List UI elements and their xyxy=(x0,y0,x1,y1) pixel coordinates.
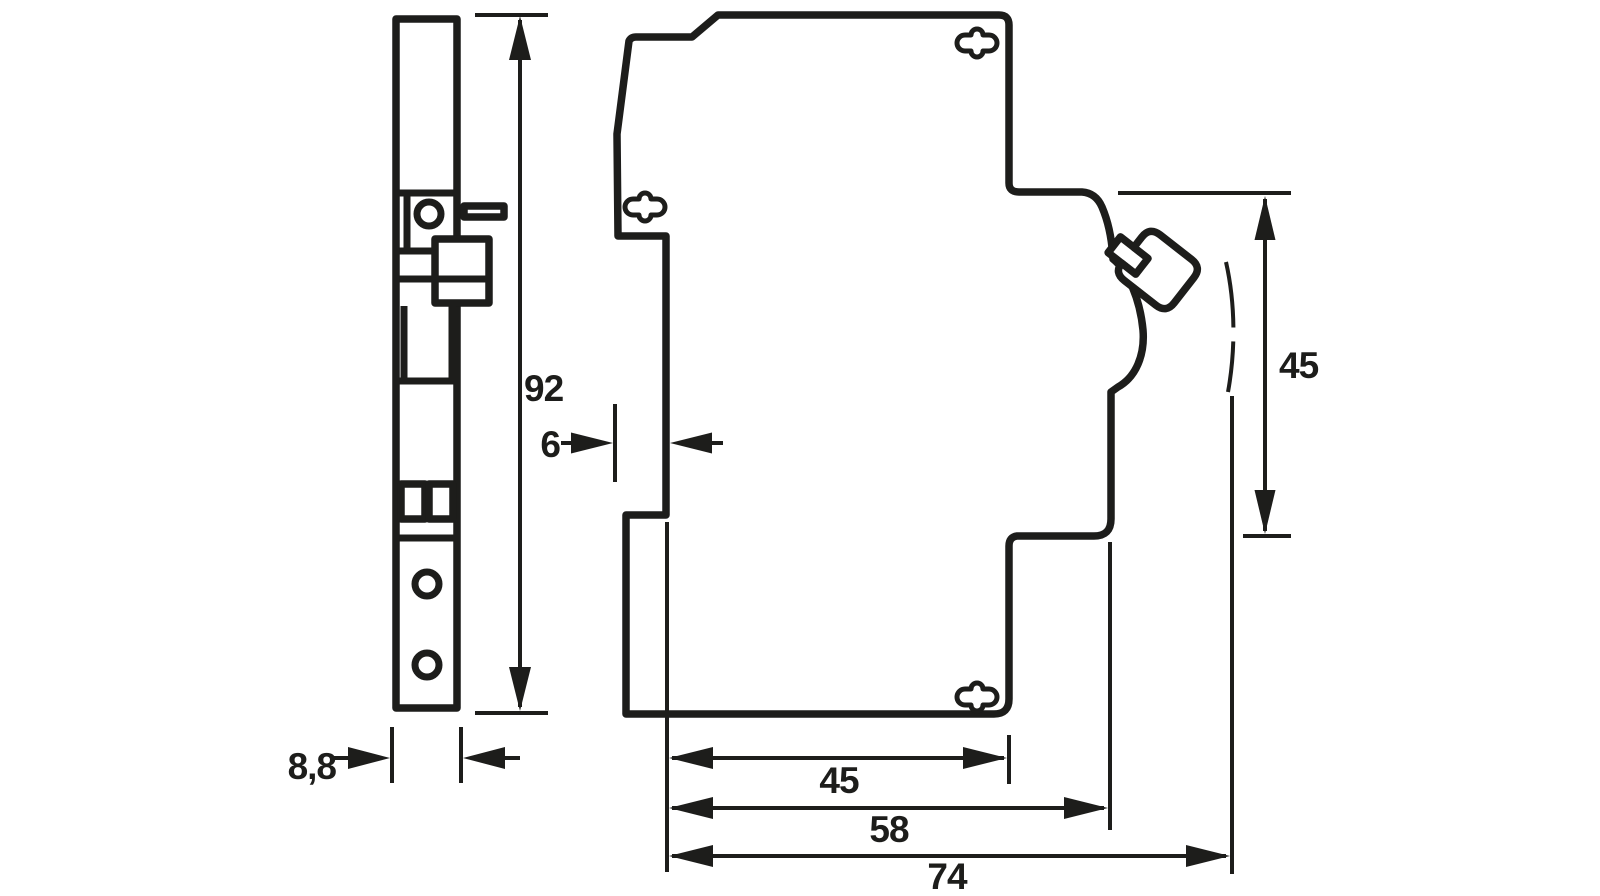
arrowhead-right xyxy=(571,432,613,454)
arrowhead-up xyxy=(509,16,531,60)
dimension-6: 6 xyxy=(540,404,723,482)
terminal-screw-upper xyxy=(411,568,443,600)
terminal-window-left xyxy=(397,480,429,523)
terminal-screw-lower xyxy=(411,649,443,681)
dim-label-8-8: 8,8 xyxy=(288,746,337,787)
arrowhead-right xyxy=(1064,797,1108,819)
dimension-74: 74 xyxy=(669,396,1234,896)
dimension-45-bottom: 45 xyxy=(665,522,1011,872)
toggle-assembly xyxy=(1104,227,1202,313)
axle-hole xyxy=(413,198,445,230)
mounting-slot-bottom xyxy=(954,680,1000,714)
toggle-handle xyxy=(1114,227,1202,313)
dim-label-45-right: 45 xyxy=(1279,345,1319,386)
arrowhead-down xyxy=(1254,490,1276,534)
dim-label-6: 6 xyxy=(540,424,560,465)
dim-label-92: 92 xyxy=(524,368,564,409)
arrowhead-right xyxy=(963,747,1007,769)
side-view-body-outline xyxy=(613,11,1148,718)
arrowhead-left xyxy=(669,747,713,769)
arrowhead-left xyxy=(463,747,505,769)
side-tab xyxy=(460,202,508,221)
latch-block xyxy=(431,235,493,307)
toggle-swing-arc xyxy=(1224,261,1236,393)
arrowhead-down xyxy=(509,667,531,711)
arrowhead-left xyxy=(669,845,713,867)
dimension-58: 58 xyxy=(669,542,1112,850)
side-view xyxy=(613,11,1236,718)
arrowhead-left xyxy=(670,432,712,454)
dimension-8-8: 8,8 xyxy=(288,727,520,787)
arrowhead-up xyxy=(1254,196,1276,240)
arrowhead-right xyxy=(1186,845,1230,867)
dim-label-74: 74 xyxy=(927,856,968,896)
front-view xyxy=(392,15,508,712)
mounting-slot-rear xyxy=(622,190,668,224)
terminal-window-right xyxy=(425,480,457,523)
mounting-slot-top xyxy=(954,26,1000,60)
dim-label-45-bottom: 45 xyxy=(819,760,859,801)
dimension-92: 92 xyxy=(475,13,565,715)
arrowhead-left xyxy=(669,797,713,819)
dimension-45-right: 45 xyxy=(1118,191,1320,538)
dim-label-58: 58 xyxy=(869,809,909,850)
arrowhead-right xyxy=(348,747,390,769)
